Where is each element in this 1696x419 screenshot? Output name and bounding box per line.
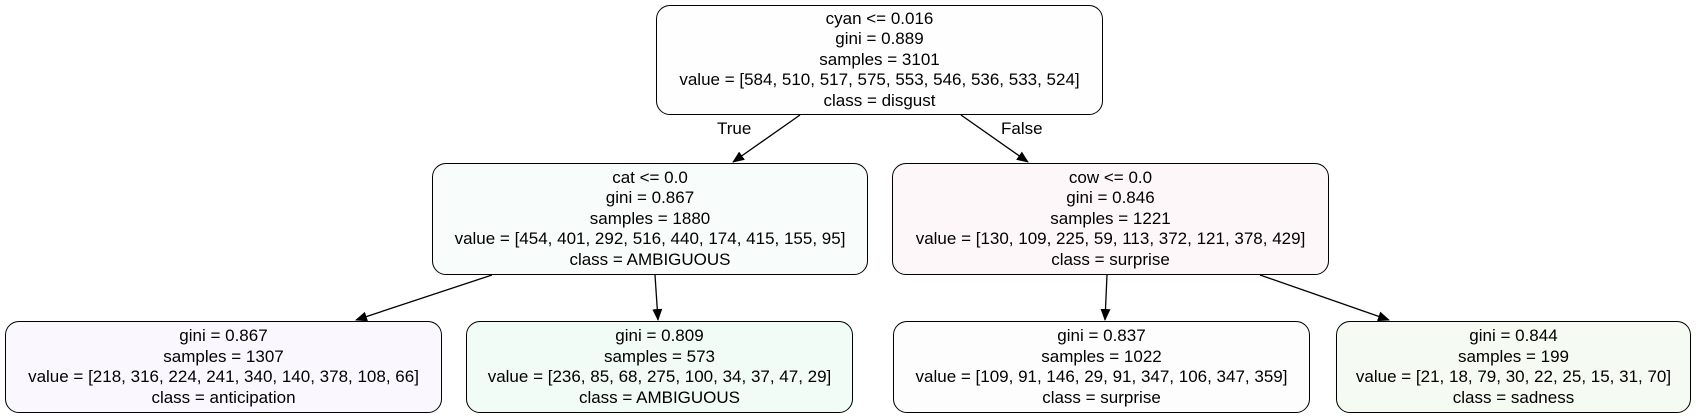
node-samples: samples = 199 [1457,346,1570,366]
node-class: class = AMBIGUOUS [578,387,741,407]
tree-node-left: cat <= 0.0 gini = 0.867 samples = 1880 v… [432,163,868,275]
node-value: value = [21, 18, 79, 30, 22, 25, 15, 31,… [1355,367,1672,386]
edge-right-to-rl [1100,274,1111,321]
node-gini: gini = 0.844 [1469,326,1558,345]
tree-node-right: cow <= 0.0 gini = 0.846 samples = 1221 v… [892,163,1329,275]
tree-node-root: cyan <= 0.016 gini = 0.889 samples = 310… [656,5,1103,115]
tree-node-leaf-rr: gini = 0.844 samples = 199 value = [21, … [1336,321,1691,413]
edge-root-to-left [732,114,801,163]
node-value: value = [130, 109, 225, 59, 113, 372, 12… [915,229,1306,249]
node-samples: samples = 1880 [589,208,711,228]
node-gini: gini = 0.867 [179,326,268,345]
node-split-condition: cat <= 0.0 [612,167,688,187]
node-class: class = surprise [1042,387,1161,407]
node-gini: gini = 0.846 [1066,188,1155,208]
node-samples: samples = 1221 [1050,208,1171,228]
node-split-condition: cyan <= 0.016 [825,8,934,28]
edge-left-to-ll [355,274,493,322]
node-samples: samples = 1022 [1041,346,1162,366]
node-samples: samples = 573 [603,346,716,366]
node-value: value = [109, 91, 146, 29, 91, 347, 106,… [915,367,1288,386]
edge-label-false: False [1001,119,1043,138]
edge-label-true: True [717,119,752,138]
tree-node-leaf-rl: gini = 0.837 samples = 1022 value = [109… [893,321,1310,413]
node-gini: gini = 0.867 [605,188,695,208]
tree-node-leaf-lr: gini = 0.809 samples = 573 value = [236,… [466,321,853,413]
node-value: value = [454, 401, 292, 516, 440, 174, 4… [454,229,846,249]
edge-right-to-rr [1259,274,1390,322]
node-samples: samples = 3101 [819,49,940,69]
node-value: value = [218, 316, 224, 241, 340, 140, 3… [28,367,419,386]
node-value: value = [584, 510, 517, 575, 553, 546, 5… [679,70,1080,90]
node-gini: gini = 0.809 [615,326,704,345]
node-class: class = disgust [823,90,936,110]
tree-node-leaf-ll: gini = 0.867 samples = 1307 value = [218… [5,321,442,413]
node-samples: samples = 1307 [163,346,284,366]
edge-left-to-lr [652,274,663,321]
node-split-condition: cow <= 0.0 [1068,167,1153,187]
node-class: class = AMBIGUOUS [569,249,731,269]
node-gini: gini = 0.837 [1057,326,1146,345]
node-class: class = sadness [1452,387,1575,407]
node-value: value = [236, 85, 68, 275, 100, 34, 37, … [487,367,832,386]
node-class: class = anticipation [151,387,296,407]
edge-root-to-right [960,114,1029,163]
node-class: class = surprise [1051,249,1170,269]
node-gini: gini = 0.889 [835,29,924,49]
